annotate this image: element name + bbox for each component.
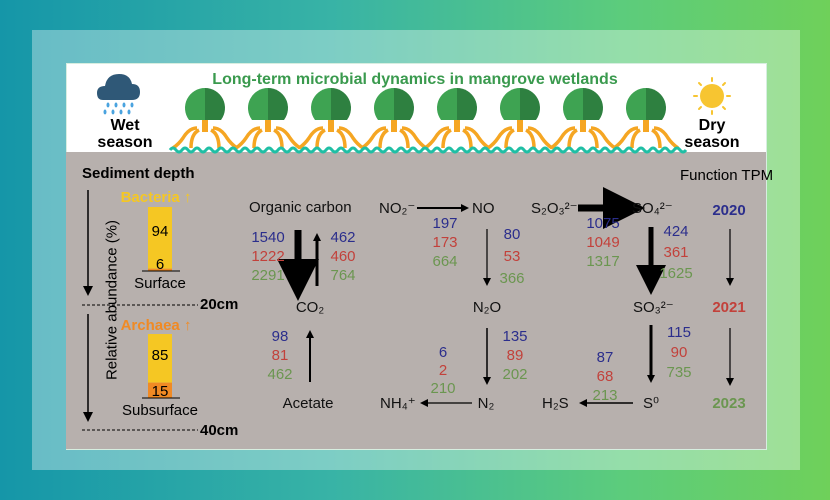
node-n2: N₂	[477, 395, 495, 412]
flow-value-no-to-n2o-2023: 366	[499, 270, 525, 287]
node-n2o: N₂O	[472, 299, 502, 316]
node-so4: SO₄²⁻	[632, 200, 673, 217]
flow-value-s2o3-to-so4-2023: 1317	[586, 253, 620, 270]
mangrove-tree-icon	[550, 88, 616, 150]
mangrove-tree-icon	[298, 88, 364, 150]
mangrove-tree-icon	[613, 88, 679, 150]
year-2021: 2021	[712, 299, 746, 316]
dry-season-label-1: Dry	[698, 117, 726, 134]
archaea-label: Archaea ↑	[120, 317, 192, 334]
flow-value-so3-to-s0-2021: 90	[670, 344, 688, 361]
subsurface-label: Subsurface	[122, 402, 198, 419]
wet-season-label-1: Wet	[110, 117, 140, 134]
flow-value-n2-to-nh4-2023: 210	[430, 380, 456, 397]
flow-value-s0-to-h2s-2021: 68	[596, 368, 614, 385]
surface-archaea-bar	[148, 268, 172, 271]
flow-value-no-to-n2o-2021: 53	[503, 248, 521, 265]
depth-20cm: 20cm	[200, 296, 239, 313]
flow-value-n2o-to-n2-2021: 89	[506, 347, 524, 364]
flow-value-co2-to-oc-2020: 462	[330, 229, 356, 246]
rain-cloud-icon	[97, 74, 140, 115]
flow-value-so4-to-so3-2021: 361	[663, 244, 689, 261]
subsurface-archaea-bar	[148, 382, 172, 398]
node-no2: NO₂⁻	[379, 200, 416, 217]
function-tpm-label: Function TPM	[680, 167, 774, 184]
node-s2o3: S₂O₃²⁻	[531, 200, 578, 217]
node-s0: S⁰	[643, 395, 660, 412]
node-so3: SO₃²⁻	[633, 299, 674, 316]
dry-season-label-2: season	[684, 134, 740, 151]
depth-40cm: 40cm	[200, 422, 239, 439]
flow-value-no2-to-no-2021: 173	[432, 234, 458, 251]
flow-value-s0-to-h2s-2023: 213	[592, 387, 618, 404]
mangrove-tree-icon	[172, 88, 238, 150]
node-nh4: NH₄⁺	[380, 395, 416, 412]
flow-value-acetate-to-co2-2023: 462	[267, 366, 293, 383]
flow-value-so4-to-so3-2023: 1625	[659, 265, 693, 282]
flow-value-acetate-to-co2-2021: 81	[271, 347, 289, 364]
flow-value-so3-to-s0-2023: 735	[666, 364, 692, 381]
flow-value-co2-to-oc-2021: 460	[330, 248, 356, 265]
node-co2: CO₂	[295, 299, 325, 316]
water-wave	[168, 146, 688, 154]
year-2023: 2023	[712, 395, 746, 412]
flow-value-s2o3-to-so4-2020: 1075	[586, 215, 620, 232]
surface-archaea-pct: 6	[155, 256, 165, 273]
flow-value-so3-to-s0-2020: 115	[667, 324, 691, 341]
node-acetate: Acetate	[282, 395, 334, 412]
mangrove-trees	[172, 88, 679, 150]
flow-value-co2-to-oc-2023: 764	[330, 267, 356, 284]
mangrove-tree-icon	[235, 88, 301, 150]
flow-value-oc-to-co2-2023: 2291	[251, 267, 285, 284]
year-2020: 2020	[712, 202, 746, 219]
sediment-area	[66, 152, 766, 449]
surface-bacteria-pct: 94	[151, 223, 169, 240]
flow-value-oc-to-co2-2021: 1222	[251, 248, 285, 265]
abundance-bars	[148, 207, 172, 398]
flow-value-no-to-n2o-2020: 80	[503, 226, 521, 243]
node-no: NO	[472, 200, 495, 217]
flow-value-s0-to-h2s-2020: 87	[596, 349, 614, 366]
mangrove-tree-icon	[361, 88, 427, 150]
bacteria-label: Bacteria ↑	[120, 189, 192, 206]
flow-value-oc-to-co2-2020: 1540	[251, 229, 285, 246]
subsurface-bacteria-pct: 85	[151, 347, 169, 364]
flow-value-s2o3-to-so4-2021: 1049	[586, 234, 620, 251]
mangrove-tree-icon	[487, 88, 553, 150]
node-organic-carbon: Organic carbon	[249, 199, 352, 216]
mangrove-tree-icon	[424, 88, 490, 150]
surface-label: Surface	[134, 275, 186, 292]
flow-value-acetate-to-co2-2020: 98	[271, 328, 289, 345]
flow-value-so4-to-so3-2020: 424	[663, 223, 689, 240]
flow-value-no2-to-no-2020: 197	[432, 215, 458, 232]
flow-value-n2o-to-n2-2023: 202	[502, 366, 528, 383]
figure-title: Long-term microbial dynamics in mangrove…	[212, 71, 618, 88]
sediment-depth-label: Sediment depth	[82, 165, 195, 182]
wet-season-label-2: season	[97, 134, 153, 151]
flow-value-no2-to-no-2023: 664	[432, 253, 458, 270]
sun-icon	[693, 77, 731, 115]
flow-value-n2-to-nh4-2020: 6	[438, 344, 448, 361]
surface-bacteria-bar	[148, 207, 172, 269]
node-h2s: H₂S	[542, 395, 569, 412]
subsurface-bacteria-bar	[148, 334, 172, 383]
flow-value-n2o-to-n2-2020: 135	[502, 328, 528, 345]
flow-value-n2-to-nh4-2021: 2	[438, 362, 448, 379]
subsurface-archaea-pct: 15	[151, 383, 169, 400]
